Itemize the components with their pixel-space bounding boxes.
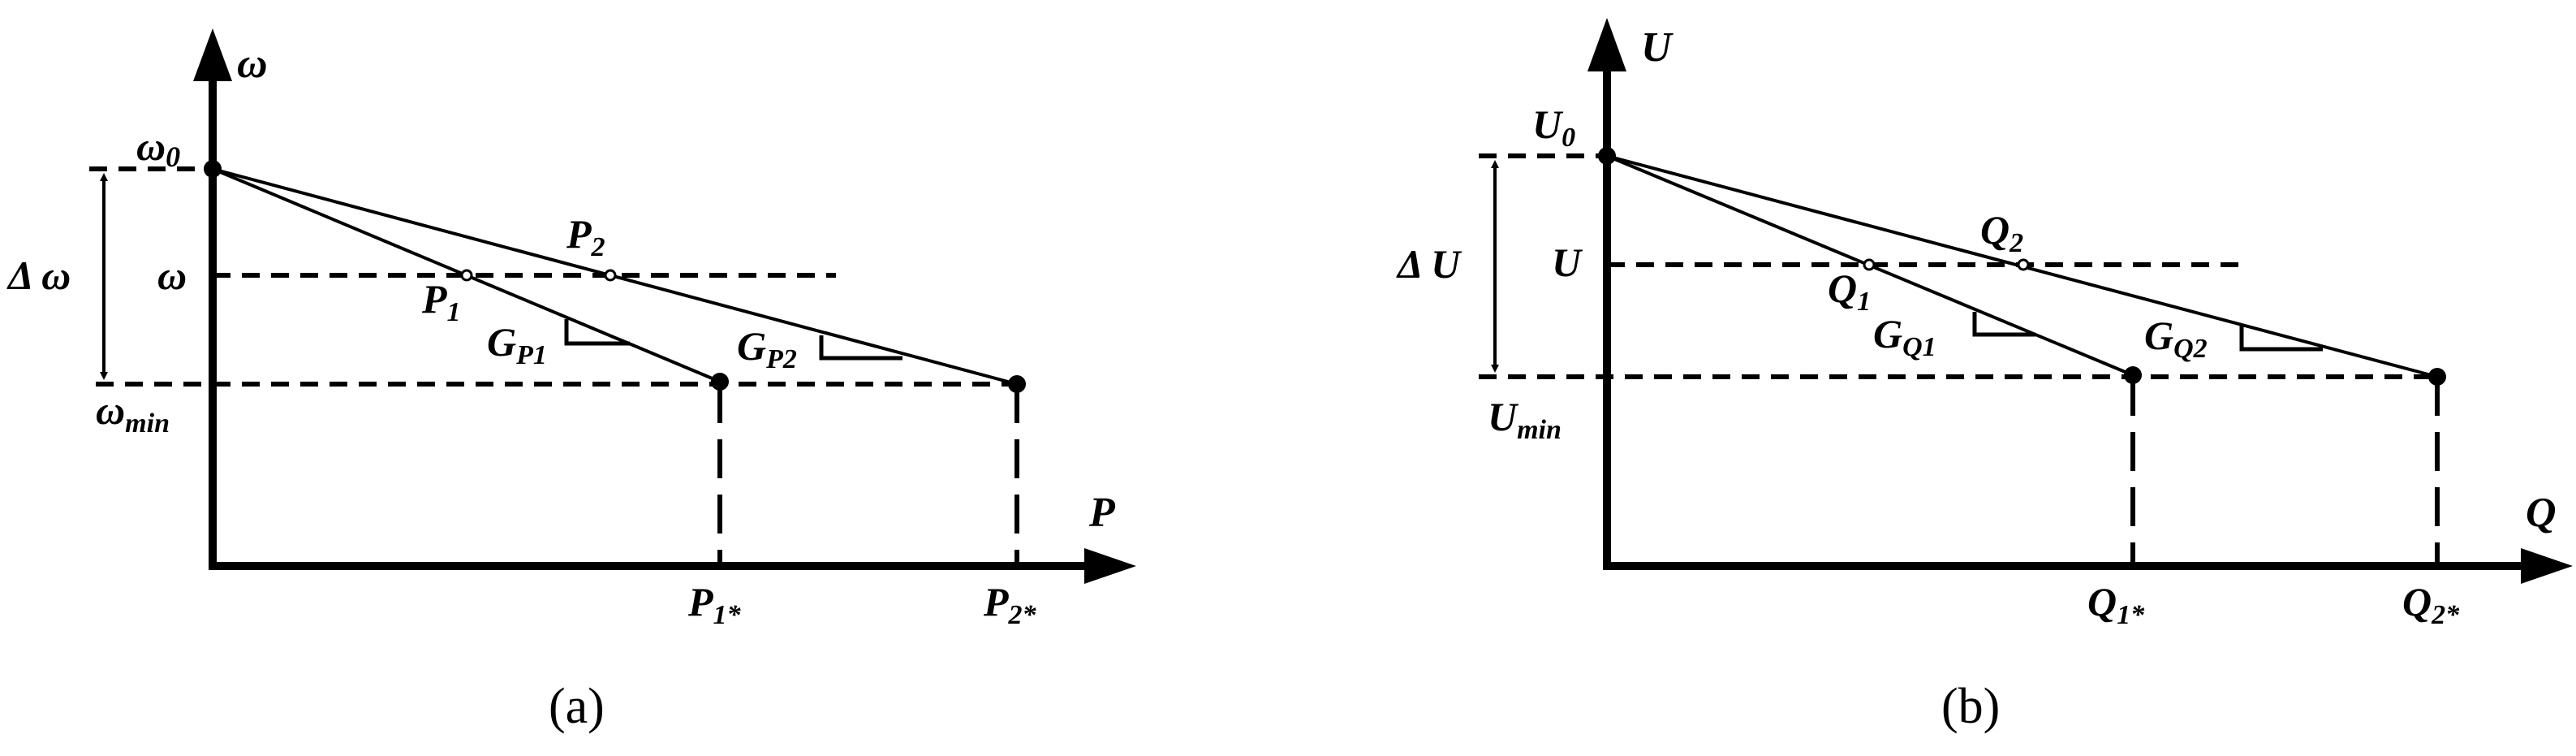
panel-b-caption: (b) <box>1941 679 2000 734</box>
panel-a-x-arrow <box>1084 548 1136 584</box>
panel-a-caption: (a) <box>549 679 605 734</box>
panel-a-p2-point <box>604 269 617 282</box>
panel-b-u0-label: U0 <box>1532 102 1575 153</box>
panel-a-gp2-label: GP2 <box>737 323 797 374</box>
panel-a-p2s-label: P2* <box>983 579 1037 630</box>
panel-b-y-axis-label: U <box>1641 24 1674 71</box>
panel-b-q1-end-point <box>2124 366 2142 384</box>
panel-b-q1s-label: Q1* <box>2087 579 2145 630</box>
panel-b-q2s-label: Q2* <box>2402 579 2460 630</box>
panel-a-p1-label: P1 <box>421 276 461 327</box>
panel-a-p1-point <box>460 269 473 282</box>
panel-a-p2-end-point <box>1008 375 1026 393</box>
panel-b-slope-mark-1 <box>1972 312 2035 337</box>
panel-b-u-label: U <box>1552 240 1583 285</box>
panel-a-y-axis-label: ω <box>237 41 268 87</box>
panel-a-w-label: ω <box>157 253 187 298</box>
panel-a-p1s-label: P1* <box>687 579 742 630</box>
panel-b-y-arrow <box>1587 18 1626 71</box>
panel-a-p1-end-point <box>711 373 729 391</box>
panel-b-origin-point <box>1598 147 1616 165</box>
panel-a-slope-mark-2 <box>819 335 902 361</box>
panel-b-gq1-label: GQ1 <box>1873 311 1936 362</box>
panel-b-q2-end-point <box>2428 368 2446 386</box>
panel-a-p2-label: P2 <box>566 211 605 262</box>
panel-a-x-axis-label: P <box>1088 490 1116 536</box>
panel-b-delta-label: Δ U <box>1396 241 1462 287</box>
panel-b-x-axis-label: Q <box>2526 490 2557 536</box>
panel-b-q1-point <box>1863 258 1876 271</box>
panel-b-q2-point <box>2017 258 2030 271</box>
panel-a-slope-mark-1 <box>564 319 630 346</box>
panel-b-x-arrow <box>2521 548 2573 584</box>
panel-b-umin-label: Umin <box>1488 394 1562 445</box>
panel-b-slope-mark-2 <box>2239 325 2323 352</box>
panel-a: ω P ω0 ω ωmin Δ ω P2 P1 GP1 GP2 P1* P2* … <box>6 28 1136 734</box>
panel-b-q2-label: Q2 <box>1980 207 2023 258</box>
panel-b: U Q U0 U Umin Δ U Q2 Q1 GQ1 GQ2 Q1* Q2* … <box>1396 18 2573 734</box>
panel-b-q1-label: Q1 <box>1828 266 1871 317</box>
panel-a-delta-label: Δ ω <box>6 253 71 298</box>
panel-a-wmin-label: ωmin <box>96 387 170 438</box>
panel-a-w0-label: ω0 <box>136 123 180 173</box>
panel-a-origin-point <box>204 160 222 178</box>
panel-a-gp1-label: GP1 <box>487 319 547 370</box>
panel-a-y-arrow <box>193 28 232 81</box>
panel-b-gq2-label: GQ2 <box>2144 313 2208 364</box>
